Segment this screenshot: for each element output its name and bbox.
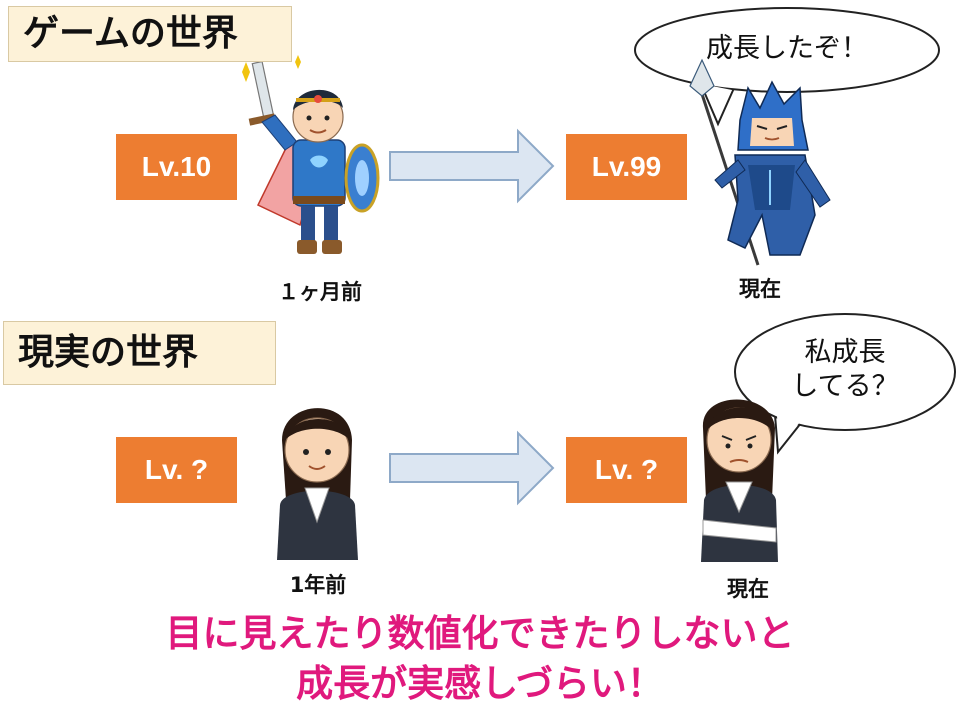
game-before-level-box: Lv.10 — [116, 134, 237, 200]
real-speech-bubble — [734, 313, 956, 455]
real-section-title: 現実の世界 — [3, 321, 276, 385]
real-before-caption: 1年前 — [289, 573, 347, 597]
game-section-title: ゲームの世界 — [8, 6, 292, 62]
game-speech-bubble — [634, 7, 940, 127]
game-speech-text: 成長したぞ！ — [706, 33, 868, 64]
game-progress-arrow — [389, 128, 555, 204]
real-speech-text: 私成長 してる？ — [760, 336, 930, 404]
game-after-caption: 現在 — [739, 277, 781, 301]
hero-illustration — [242, 55, 380, 254]
real-after-level-box: Lv. ? — [566, 437, 687, 503]
real-speech-line2: してる？ — [791, 370, 899, 402]
real-speech-line1: 私成長 — [804, 337, 886, 368]
woman-before-illustration — [277, 408, 358, 560]
real-after-caption: 現在 — [727, 577, 769, 601]
conclusion-line1: 目に見えたり数値化できたりしないと — [165, 612, 795, 655]
woman-after-illustration — [701, 399, 778, 562]
game-after-level-box: Lv.99 — [566, 134, 687, 200]
real-progress-arrow — [389, 430, 555, 506]
knight-illustration — [689, 58, 831, 266]
conclusion-line2: 成長が実感しづらい！ — [296, 662, 664, 705]
game-before-caption: １ヶ月前 — [278, 280, 362, 304]
real-before-level-box: Lv. ? — [116, 437, 237, 503]
